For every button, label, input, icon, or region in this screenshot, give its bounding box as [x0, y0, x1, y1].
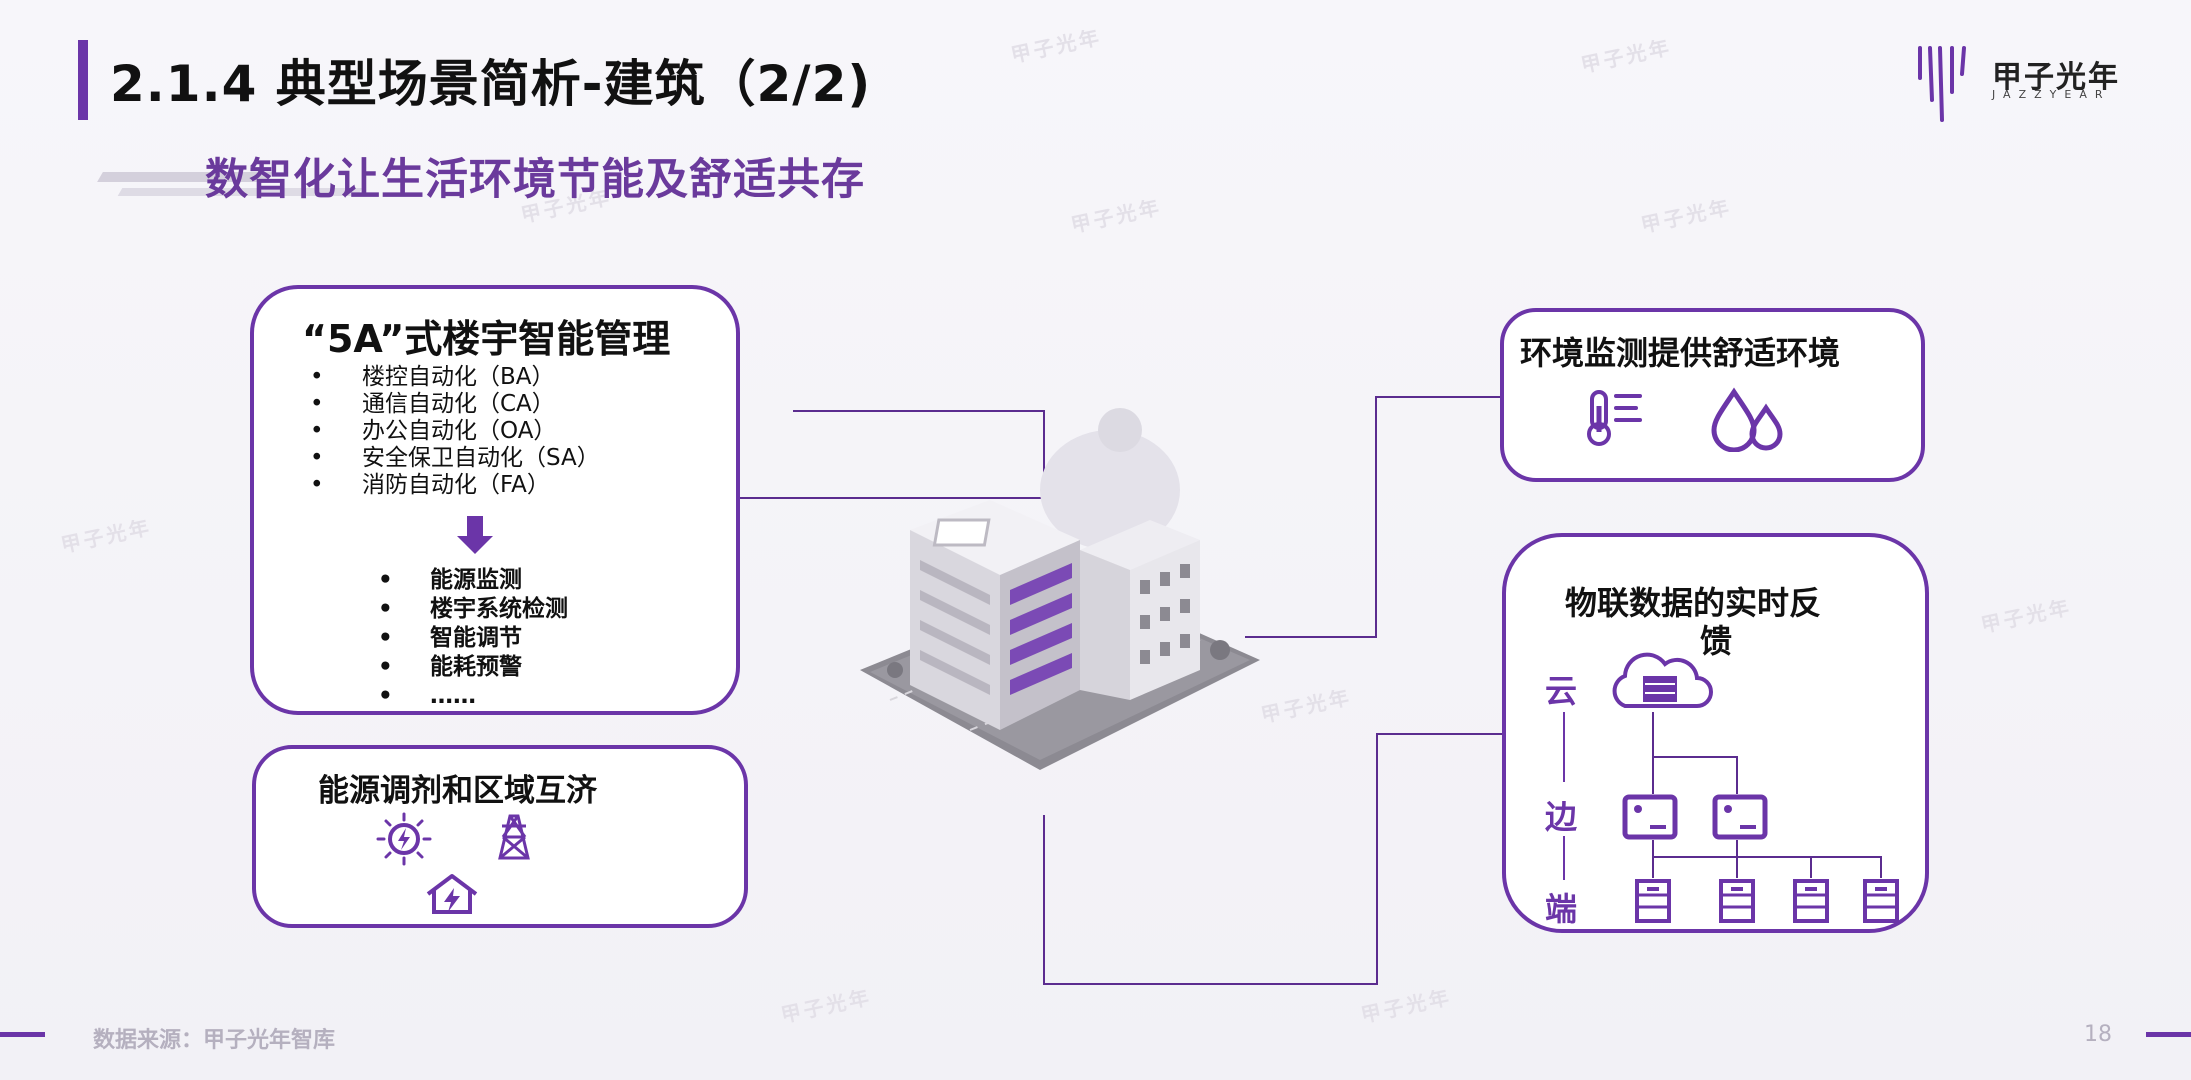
list-item: 能源监测 — [378, 566, 568, 595]
tree-connector — [1810, 856, 1812, 878]
connector-line — [1376, 733, 1504, 735]
tier-connector — [1563, 712, 1565, 782]
tier-cloud-label: 云 — [1545, 672, 1578, 710]
terminal-device-icon — [1863, 879, 1899, 923]
environment-monitoring-heading: 环境监测提供舒适环境 — [1520, 334, 1841, 372]
tier-terminal-label: 端 — [1545, 890, 1578, 928]
solar-power-icon — [376, 812, 432, 866]
footer-accent-right — [2146, 1032, 2191, 1037]
list-item: 能耗预警 — [378, 653, 568, 682]
building-management-heading: “5A”式楼宇智能管理 — [302, 317, 671, 361]
tier-edge-label: 边 — [1545, 798, 1578, 836]
footer-accent-left — [0, 1032, 45, 1037]
list-item: 通信自动化（CA） — [310, 391, 600, 418]
tree-connector — [1652, 756, 1654, 794]
water-drops-icon — [1711, 387, 1783, 452]
list-item: 办公自动化（OA） — [310, 418, 600, 445]
tree-connector — [1736, 856, 1738, 878]
automation-list: 楼控自动化（BA） 通信自动化（CA） 办公自动化（OA） 安全保卫自动化（SA… — [310, 364, 600, 499]
connector-line — [1376, 733, 1378, 985]
connector-line — [793, 410, 1045, 412]
cloud-server-icon — [1612, 652, 1713, 708]
capabilities-list: 能源监测 楼宇系统检测 智能调节 能耗预警 …… — [378, 566, 568, 711]
page-title: 2.1.4 典型场景简析-建筑（2/2) — [110, 55, 872, 113]
connector-line — [740, 497, 1045, 499]
edge-device-icon — [1622, 794, 1678, 840]
watermark: 甲子光年 — [1008, 24, 1104, 68]
list-item: 智能调节 — [378, 624, 568, 653]
logo-mark-icon — [1918, 46, 1966, 122]
watermark: 甲子光年 — [1578, 34, 1674, 78]
list-item: …… — [378, 682, 568, 711]
watermark: 甲子光年 — [58, 514, 154, 558]
tree-connector — [1652, 840, 1654, 856]
power-tower-icon — [498, 814, 530, 860]
connector-line — [1043, 815, 1045, 985]
tree-connector — [1652, 712, 1654, 756]
connector-line — [1375, 396, 1377, 638]
list-item: 消防自动化（FA） — [310, 472, 600, 499]
page-subtitle: 数智化让生活环境节能及舒适共存 — [205, 155, 865, 205]
tier-connector — [1563, 836, 1565, 880]
logo-name-cn: 甲子光年 — [1992, 60, 2120, 95]
title-accent-bar — [78, 40, 88, 120]
tree-connector — [1880, 856, 1882, 878]
footer-source: 数据来源：甲子光年智库 — [93, 1028, 336, 1053]
iot-feedback-card — [1502, 533, 1929, 933]
page-number: 18 — [2084, 1022, 2112, 1047]
watermark: 甲子光年 — [1068, 194, 1164, 238]
watermark: 甲子光年 — [1638, 194, 1734, 238]
tree-connector — [1652, 756, 1738, 758]
terminal-device-icon — [1793, 879, 1829, 923]
terminal-device-icon — [1635, 879, 1671, 923]
thermometer-icon — [1587, 390, 1642, 446]
iot-feedback-heading-cont: 馈 — [1700, 622, 1733, 660]
watermark: 甲子光年 — [1978, 594, 2074, 638]
connector-line — [1245, 636, 1377, 638]
tree-connector — [1736, 756, 1738, 794]
watermark: 甲子光年 — [1358, 984, 1454, 1028]
energy-dispatch-card — [252, 745, 748, 928]
environment-monitoring-card — [1500, 308, 1925, 482]
watermark: 甲子光年 — [1258, 684, 1354, 728]
smart-building-illustration — [860, 408, 1260, 770]
watermark: 甲子光年 — [778, 984, 874, 1028]
list-item: 楼宇系统检测 — [378, 595, 568, 624]
list-item: 安全保卫自动化（SA） — [310, 445, 600, 472]
energy-dispatch-heading: 能源调剂和区域互济 — [318, 773, 597, 809]
connector-line — [1375, 396, 1503, 398]
tree-connector — [1736, 840, 1738, 856]
connector-line — [1043, 410, 1045, 499]
iot-feedback-heading: 物联数据的实时反 — [1565, 584, 1822, 622]
connector-line — [1043, 983, 1378, 985]
terminal-device-icon — [1719, 879, 1755, 923]
edge-device-icon — [1712, 794, 1768, 840]
house-energy-icon — [426, 874, 478, 914]
logo-name-en: JAZZYEAR — [1992, 88, 2111, 101]
tree-connector — [1652, 856, 1882, 858]
list-item: 楼控自动化（BA） — [310, 364, 600, 391]
tree-connector — [1652, 856, 1654, 878]
arrow-down-icon — [457, 516, 493, 554]
